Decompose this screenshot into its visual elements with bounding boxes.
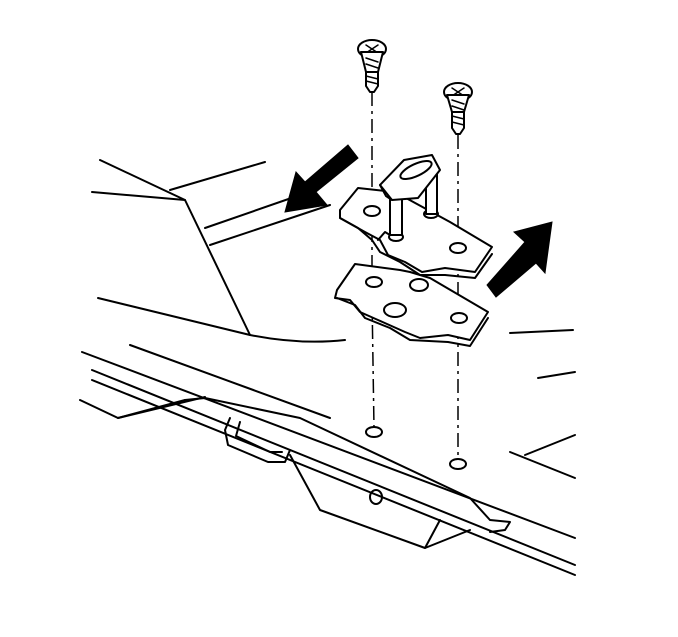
arrow-icon-left [284,144,359,213]
hole-icon [409,278,429,292]
hole-icon [450,312,468,324]
hole-icon [365,426,383,438]
hole-icon [383,302,407,318]
mounting-plate [334,263,489,347]
body-panel [79,159,576,576]
hinge-bracket-assembly [339,154,493,279]
phillips-screw-icon [357,39,387,93]
mounting-holes [365,426,467,470]
hole-icon [449,458,467,470]
phillips-screw-icon [443,82,473,135]
hole-icon [365,276,383,288]
arrow-icon-right [486,221,553,298]
